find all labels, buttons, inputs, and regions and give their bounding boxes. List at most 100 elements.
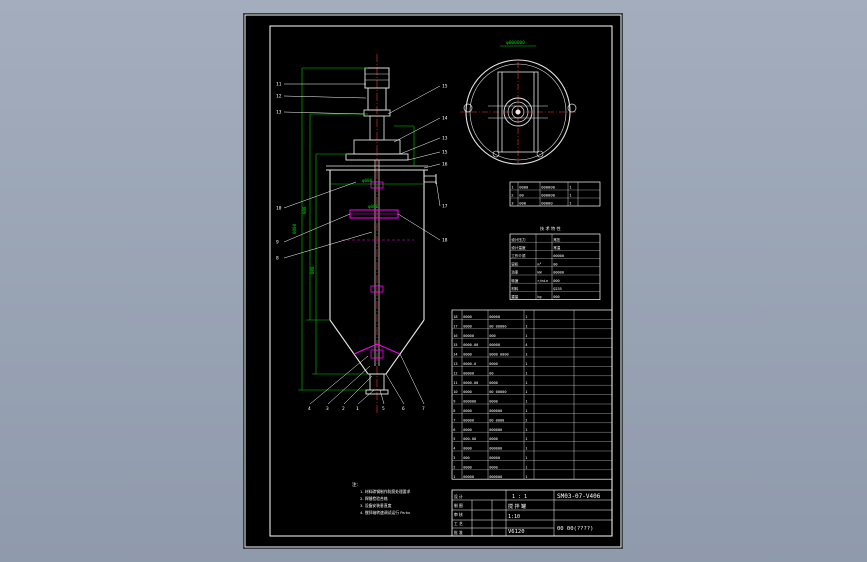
spec-table-cell: kg <box>537 295 541 299</box>
side-nozzle <box>423 175 437 183</box>
svg-text:φ000: φ000 <box>362 178 373 183</box>
plan-dimension-label: φ000000 <box>506 40 525 46</box>
svg-text:0000: 0000 <box>292 223 297 234</box>
parts-cell: 5 <box>453 437 455 441</box>
parts-cell: 1 <box>525 400 527 404</box>
spec-table-cell: r/min <box>537 279 548 283</box>
parts-cell: 17 <box>453 324 457 328</box>
parts-cell: 00 <box>489 371 493 375</box>
note-line-4: 4. 搅拌轴转速调试运行 Pa·kv <box>360 510 411 515</box>
parts-cell: 16 <box>453 334 457 338</box>
mounting-base <box>345 153 409 161</box>
top-table-cell: 2 <box>511 193 513 198</box>
bottom-agitator <box>353 343 401 355</box>
parts-cell: 8 <box>453 409 455 413</box>
callout-bottom-4: 4 <box>308 406 311 412</box>
parts-cell: 14 <box>453 353 457 357</box>
top-table-cell: 1 <box>569 193 572 198</box>
parts-cell: 00000 <box>463 475 474 479</box>
parts-cell: 000000 <box>489 447 502 451</box>
top-table-cell: 3 <box>511 201 513 206</box>
spec-table-cell: 功率 <box>511 270 519 275</box>
parts-cell: 9 <box>453 400 455 404</box>
plan-hole-1 <box>492 150 500 158</box>
plan-shaft-ring <box>511 105 525 119</box>
callout-bottom-7: 7 <box>422 406 425 412</box>
callout-left-11: 11 <box>276 82 282 88</box>
spec-table-cell: m³ <box>537 262 541 266</box>
parts-cell: 4 <box>525 343 527 347</box>
parts-cell: 0000 <box>463 390 472 394</box>
parts-cell: 0000 <box>489 381 498 385</box>
callout-bottom-3: 3 <box>326 406 329 412</box>
parts-cell: 1 <box>525 353 527 357</box>
parts-cell: 2 <box>525 418 527 422</box>
parts-cell: 000 <box>489 334 496 338</box>
top-table-cell: 000 <box>519 201 527 206</box>
top-table-cell: 00 <box>519 193 524 198</box>
parts-cell: 0000 <box>463 324 472 328</box>
spec-table-cell: 常压 <box>553 237 561 242</box>
drawing-sheet[interactable]: φ000 000 <box>244 14 622 548</box>
parts-cell: 00000 <box>463 418 474 422</box>
plan-shell-circle <box>465 59 571 165</box>
callout-left-9: 9 <box>276 240 279 246</box>
parts-cell: 1 <box>525 390 527 394</box>
spec-table-cell: 000 <box>553 295 560 299</box>
spec-table-cell: 材料 <box>511 286 519 291</box>
parts-cell: 000000 <box>489 475 502 479</box>
callout-bottom-2: 2 <box>342 406 345 412</box>
callout-left-10: 10 <box>276 206 282 212</box>
top-table-cell: 00000 <box>541 201 553 206</box>
parts-cell: 000000 <box>489 428 502 432</box>
parts-cell: 7 <box>453 418 455 422</box>
scale: 1:10 <box>508 514 520 520</box>
parts-cell: 15 <box>453 343 457 347</box>
parts-cell: 0000 0000 <box>489 353 508 357</box>
parts-cell: 10 <box>453 390 457 394</box>
spec-table-cell: 设计温度 <box>511 245 526 250</box>
parts-cell: 00 00000 <box>489 390 506 394</box>
callout-right-15: 15 <box>442 150 448 156</box>
top-table-cell: 000000 <box>541 185 555 190</box>
title-row-label: 批 准 <box>454 530 463 535</box>
spec-code: V6120 <box>508 529 525 535</box>
parts-cell: 0000 <box>489 465 498 469</box>
plan-nozzle-left <box>463 103 473 113</box>
parts-cell: 1 <box>525 315 527 319</box>
parts-cell: 000-00 <box>463 437 476 441</box>
parts-cell: 00000 <box>489 456 500 460</box>
parts-cell: 000000 <box>463 400 476 404</box>
parts-cell: 2 <box>453 465 455 469</box>
spec-table-cell: 容积 <box>511 261 519 266</box>
parts-cell: 0000-0 <box>463 362 476 366</box>
parts-cell: 0000-00 <box>463 343 478 347</box>
title-row-label: 工 艺 <box>454 521 463 526</box>
title-row-label: 制 图 <box>454 503 463 508</box>
svg-text:000: 000 <box>302 206 307 214</box>
callout-right-17: 17 <box>442 204 448 210</box>
parts-cell: 13 <box>453 362 457 366</box>
callout-right-15: 15 <box>442 84 448 90</box>
parts-cell: 000 <box>463 456 470 460</box>
parts-cell: 00000 <box>463 371 474 375</box>
bottom-hub <box>370 349 384 359</box>
parts-cell: 0000 <box>463 465 472 469</box>
inner-border <box>269 25 613 537</box>
callout-left-12: 12 <box>276 94 282 100</box>
shaft-hub <box>370 181 384 189</box>
leader-lines <box>283 83 441 405</box>
parts-cell: 1 <box>525 475 527 479</box>
parts-cell: 1 <box>525 334 527 338</box>
parts-cell: 1 <box>525 447 527 451</box>
spec-table-cell: 000 <box>553 279 560 283</box>
callout-right-14: 14 <box>442 116 448 122</box>
parts-cell: 00000 <box>489 343 500 347</box>
parts-cell: 11 <box>453 381 457 385</box>
callout-right-13: 13 <box>442 136 448 142</box>
